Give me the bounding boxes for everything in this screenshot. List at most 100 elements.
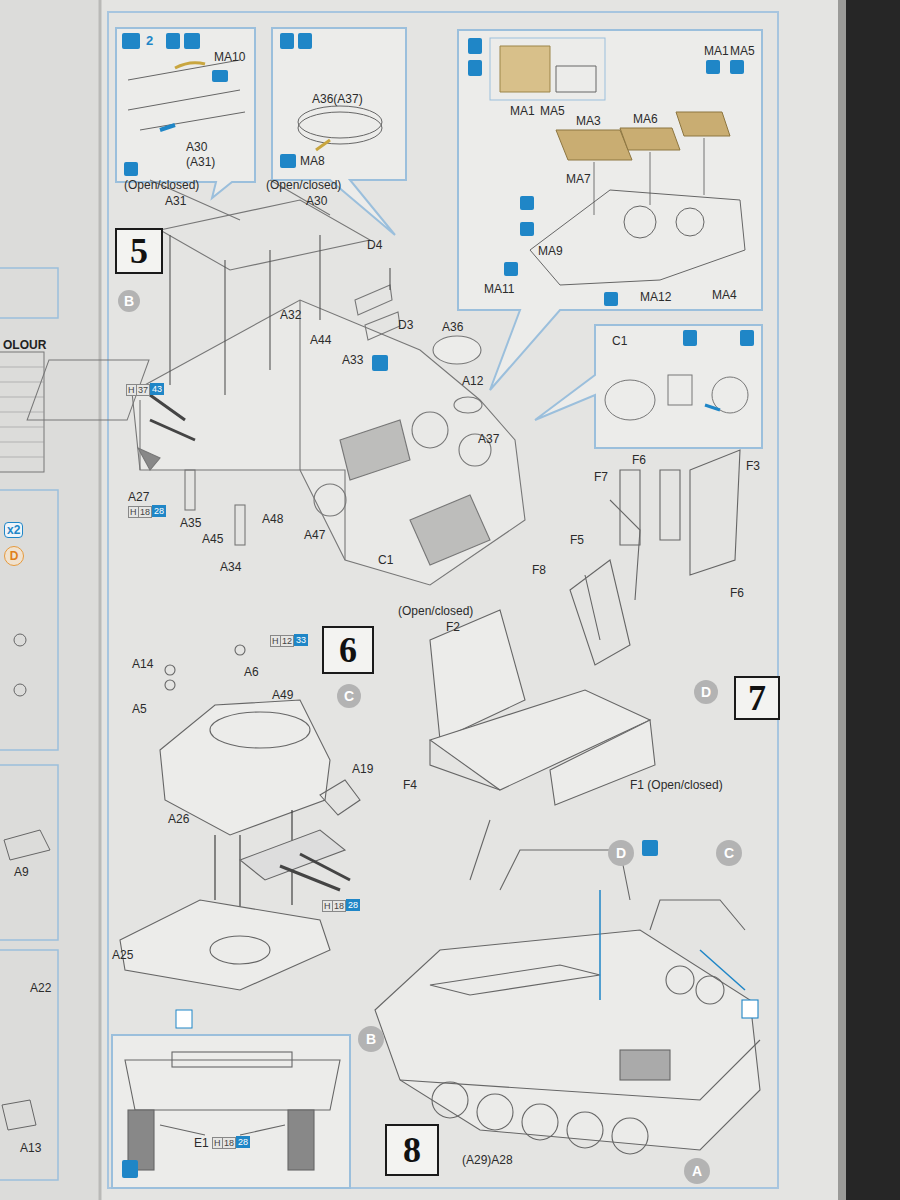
part-label: F5 (570, 533, 584, 547)
part-label: A32 (280, 308, 301, 322)
subassembly-letter: C (724, 846, 734, 860)
paint-code: H (126, 384, 137, 396)
paint-code: 28 (236, 1136, 250, 1148)
part-label: D4 (367, 238, 382, 252)
step-number-box: 7 (734, 676, 780, 720)
subassembly-circle: A (684, 1158, 710, 1184)
subassembly-circle: D (608, 840, 634, 866)
part-label: F1 (Open/closed) (630, 778, 723, 792)
quantity-mark: x2 (4, 522, 23, 538)
paint-code: 18 (222, 1137, 236, 1149)
part-label: A14 (132, 657, 153, 671)
part-label: F4 (403, 778, 417, 792)
part-label: (Open/closed) (266, 178, 341, 192)
part-label: MA5 (540, 104, 565, 118)
part-label: (Open/closed) (398, 604, 473, 618)
part-label: MA7 (566, 172, 591, 186)
step-number: 7 (748, 680, 766, 716)
subassembly-letter: A (692, 1164, 702, 1178)
paint-code: 28 (346, 899, 360, 911)
subassembly-letter: D (616, 846, 626, 860)
step-number-box: 6 (322, 626, 374, 674)
part-label: MA1 (704, 44, 729, 58)
part-label: A19 (352, 762, 373, 776)
part-label: C1 (378, 553, 393, 567)
part-label: A47 (304, 528, 325, 542)
subassembly-circle: C (716, 840, 742, 866)
step-number-box: 5 (115, 228, 163, 274)
part-label: A31 (165, 194, 186, 208)
step-number-box: 8 (385, 1124, 439, 1176)
subassembly-letter: B (366, 1032, 376, 1046)
part-label: A5 (132, 702, 147, 716)
part-label: A25 (112, 948, 133, 962)
part-label: D3 (398, 318, 413, 332)
part-label: A13 (20, 1141, 41, 1155)
subassembly-letter: D (701, 685, 711, 699)
part-label: F8 (532, 563, 546, 577)
subassembly-letter: D (10, 550, 19, 562)
part-label: F6 (730, 586, 744, 600)
subassembly-letter: C (344, 689, 354, 703)
part-label: F2 (446, 620, 460, 634)
subassembly-circle: C (337, 684, 361, 708)
part-label: A9 (14, 865, 29, 879)
part-label: A36 (442, 320, 463, 334)
subassembly-circle: B (358, 1026, 384, 1052)
paint-code: H (212, 1137, 223, 1149)
paint-code: 37 (136, 384, 150, 396)
part-label: MA12 (640, 290, 671, 304)
part-label: F6 (632, 453, 646, 467)
part-label: A30 (306, 194, 327, 208)
subassembly-circle: D (4, 546, 24, 566)
part-label: A6 (244, 665, 259, 679)
part-label: A26 (168, 812, 189, 826)
part-label: A30 (186, 140, 207, 154)
part-label: C1 (612, 334, 627, 348)
part-label: (Open/closed) (124, 178, 199, 192)
part-label: A36(A37) (312, 92, 363, 106)
part-label: MA5 (730, 44, 755, 58)
part-label: A37 (478, 432, 499, 446)
part-label: F7 (594, 470, 608, 484)
part-label: MA6 (633, 112, 658, 126)
quantity-mark: 2 (146, 34, 153, 48)
part-label: MA10 (214, 50, 245, 64)
part-label: A35 (180, 516, 201, 530)
paint-code: 28 (152, 505, 166, 517)
part-label: A48 (262, 512, 283, 526)
subassembly-circle: D (694, 680, 718, 704)
heading-fragment: OLOUR (3, 338, 46, 352)
part-label: (A29)A28 (462, 1153, 513, 1167)
part-label: A49 (272, 688, 293, 702)
paint-code: H (128, 506, 139, 518)
part-label: (A31) (186, 155, 215, 169)
step-number: 8 (403, 1132, 421, 1168)
paint-code: 12 (280, 635, 294, 647)
paint-code: 18 (332, 900, 346, 912)
step-number: 6 (339, 632, 357, 668)
step-number: 5 (130, 233, 148, 269)
paint-code: H (322, 900, 333, 912)
part-label: A27 (128, 490, 149, 504)
part-label: MA3 (576, 114, 601, 128)
part-label: MA11 (484, 282, 514, 296)
part-label: MA9 (538, 244, 563, 258)
part-label: MA8 (300, 154, 325, 168)
paint-code: H (270, 635, 281, 647)
part-label: MA1 (510, 104, 535, 118)
part-label: A34 (220, 560, 241, 574)
subassembly-circle: B (118, 290, 140, 312)
part-label: A22 (30, 981, 51, 995)
part-label: A45 (202, 532, 223, 546)
subassembly-letter: B (124, 294, 134, 308)
part-label: A33 (342, 353, 363, 367)
part-label: MA4 (712, 288, 737, 302)
part-label: E1 (194, 1136, 209, 1150)
part-label: F3 (746, 459, 760, 473)
part-label: A44 (310, 333, 331, 347)
paint-code: 43 (150, 383, 164, 395)
paint-code: 33 (294, 634, 308, 646)
paint-code: 18 (138, 506, 152, 518)
part-label: A12 (462, 374, 483, 388)
